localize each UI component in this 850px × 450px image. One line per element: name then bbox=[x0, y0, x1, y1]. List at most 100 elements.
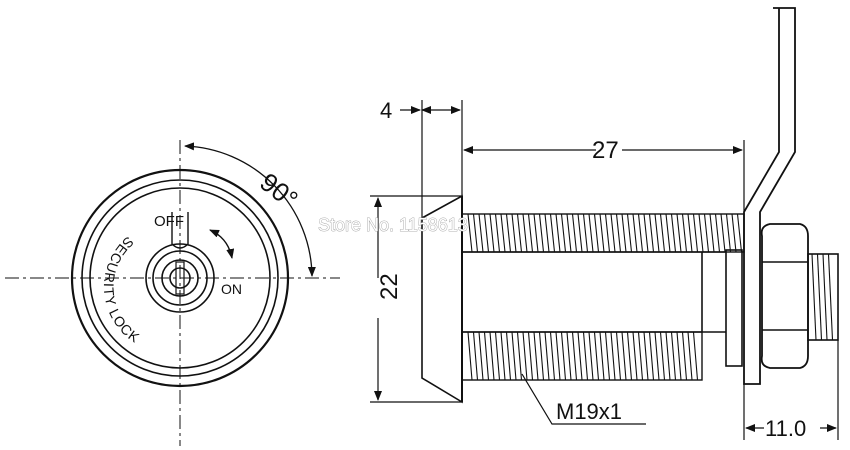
thread-hatch-line bbox=[483, 331, 490, 381]
rotation-arrow-icon bbox=[209, 229, 235, 259]
thread-hatch-line bbox=[533, 213, 539, 253]
outer-bezel-circle bbox=[70, 168, 290, 388]
thread-hatch-line bbox=[533, 331, 539, 381]
thread-hatch-line bbox=[522, 213, 528, 253]
thread-hatch-line bbox=[538, 331, 545, 381]
thread-hatch-line bbox=[566, 331, 572, 381]
thread-hatch-line bbox=[698, 213, 704, 253]
thread-hatch-line bbox=[610, 331, 616, 381]
thread-hatch-line bbox=[670, 331, 677, 381]
thread-hatch-line bbox=[593, 213, 600, 253]
thread-hatch-line bbox=[527, 331, 534, 381]
thread-hatch-line bbox=[632, 213, 638, 253]
security-lock-text: SECURITY LOCK bbox=[101, 234, 142, 346]
upper-thread-hatching bbox=[467, 213, 743, 253]
label-on: ON bbox=[221, 281, 242, 297]
cylinder-ring-inner bbox=[152, 250, 208, 306]
thread-hatch-line bbox=[610, 213, 616, 253]
thread-hatch-line bbox=[527, 213, 534, 253]
thread-hatch-line bbox=[643, 331, 649, 381]
thread-hatch-line bbox=[472, 213, 479, 253]
thread-hatch-line bbox=[494, 213, 501, 253]
angle-arc bbox=[184, 142, 316, 277]
thread-hatch-line bbox=[621, 331, 627, 381]
thread-hatch-line bbox=[516, 331, 523, 381]
thread-hatch-line bbox=[665, 213, 671, 253]
thread-leader bbox=[521, 373, 646, 425]
thread-hatch-line bbox=[626, 331, 633, 381]
dim-4-text: 4 bbox=[380, 98, 392, 123]
label-security-lock: SECURITY LOCK bbox=[101, 234, 143, 346]
thread-hatch-line bbox=[731, 213, 737, 253]
thread-hatch-line bbox=[654, 331, 660, 381]
thread-hatch-line bbox=[681, 331, 688, 381]
thread-hatch-line bbox=[494, 331, 501, 381]
thread-hatch-line bbox=[703, 213, 710, 253]
thread-hatch-line bbox=[549, 213, 556, 253]
thread-hatch-line bbox=[588, 331, 594, 381]
dim-11-text: 11.0 bbox=[765, 416, 806, 441]
dim-27-text: 27 bbox=[592, 137, 619, 164]
thread-hatch-line bbox=[472, 331, 479, 381]
key-slot bbox=[175, 261, 185, 295]
thread-hatch-line bbox=[670, 213, 677, 253]
thread-hatch-line bbox=[505, 331, 512, 381]
thread-hatch-line bbox=[467, 331, 473, 381]
thread-hatch-line bbox=[816, 253, 823, 341]
thread-hatch-line bbox=[571, 213, 578, 253]
face-circle bbox=[89, 187, 271, 369]
thread-hatch-line bbox=[714, 213, 721, 253]
thread-hatch-line bbox=[467, 213, 473, 253]
thread-hatch-line bbox=[621, 213, 627, 253]
thread-hatch-line bbox=[659, 331, 666, 381]
thread-hatch-line bbox=[665, 331, 671, 381]
lower-thread-hatching bbox=[467, 331, 699, 381]
thread-hatch-line bbox=[604, 331, 611, 381]
thread-hatch-line bbox=[582, 331, 589, 381]
thread-hatch-line bbox=[500, 213, 506, 253]
side-view bbox=[421, 7, 839, 404]
thread-hatch-line bbox=[566, 213, 572, 253]
front-view bbox=[5, 140, 340, 446]
thread-hatch-line bbox=[489, 213, 495, 253]
thread-hatch-line bbox=[811, 253, 817, 341]
thread-hatch-line bbox=[720, 213, 726, 253]
thread-hatch-line bbox=[599, 331, 605, 381]
cam-plate bbox=[743, 7, 796, 385]
thread-hatch-line bbox=[604, 213, 611, 253]
washer bbox=[725, 249, 743, 367]
thread-hatch-line bbox=[588, 213, 594, 253]
thread-hatch-line bbox=[692, 331, 699, 381]
thread-hatch-line bbox=[577, 331, 583, 381]
thread-hatch-line bbox=[522, 331, 528, 381]
hex-nut bbox=[760, 223, 809, 369]
thread-hatch-line bbox=[643, 213, 649, 253]
thread-hatch-line bbox=[654, 213, 660, 253]
thread-hatch-line bbox=[687, 213, 693, 253]
thread-hatch-line bbox=[593, 331, 600, 381]
thread-hatch-line bbox=[478, 213, 484, 253]
thread-hatch-line bbox=[478, 331, 484, 381]
bezel-inner-circle bbox=[81, 179, 279, 377]
thread-hatch-line bbox=[582, 213, 589, 253]
thread-hatch-line bbox=[687, 331, 693, 381]
label-off: OFF bbox=[154, 213, 184, 230]
thread-hatch-line bbox=[692, 213, 699, 253]
stud-thread-hatching bbox=[811, 253, 834, 341]
key-plug-circle bbox=[161, 259, 199, 297]
thread-hatch-line bbox=[505, 213, 512, 253]
thread-hatch-line bbox=[511, 213, 517, 253]
thread-hatch-line bbox=[632, 331, 638, 381]
thread-hatch-line bbox=[511, 331, 517, 381]
thread-hatch-line bbox=[637, 213, 644, 253]
thread-hatch-line bbox=[500, 331, 506, 381]
thread-hatch-line bbox=[681, 213, 688, 253]
thread-hatch-line bbox=[577, 213, 583, 253]
thread-hatch-line bbox=[544, 213, 550, 253]
thread-hatch-line bbox=[648, 331, 655, 381]
thread-hatch-line bbox=[822, 253, 828, 341]
thread-hatch-line bbox=[555, 213, 561, 253]
thread-hatch-line bbox=[560, 213, 567, 253]
